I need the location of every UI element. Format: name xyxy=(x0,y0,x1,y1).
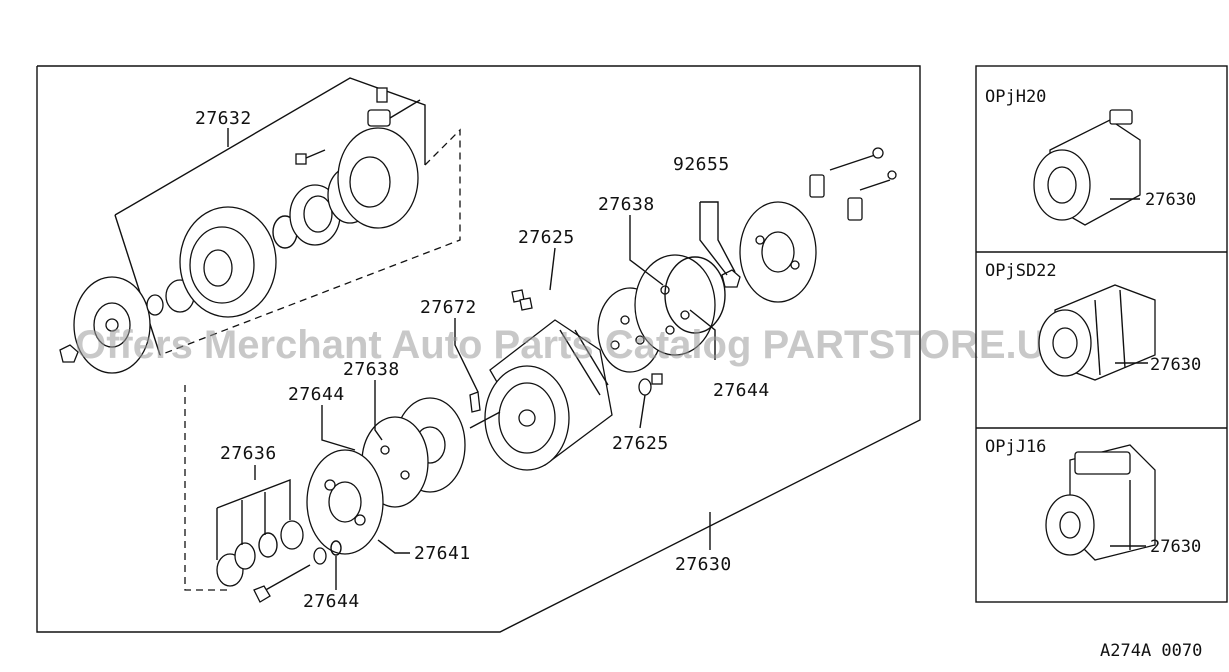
o-ring-low xyxy=(330,540,342,556)
label-27672: 27672 xyxy=(420,297,477,318)
variant-part-2: 27630 xyxy=(1150,355,1201,375)
label-92655: 92655 xyxy=(673,154,730,175)
o-ring-rear xyxy=(664,256,726,334)
nut-left xyxy=(59,344,79,363)
label-27644-right: 27644 xyxy=(713,380,770,401)
bearing xyxy=(289,184,341,246)
variant-title-2: OPjSD22 xyxy=(985,261,1057,281)
label-27636: 27636 xyxy=(220,443,277,464)
variant-part-3: 27630 xyxy=(1150,537,1201,557)
screw-small xyxy=(295,149,326,165)
label-27625-mid: 27625 xyxy=(612,433,669,454)
front-plate xyxy=(73,276,151,374)
variant-panel xyxy=(975,65,1228,603)
variant-title-1: OPjH20 xyxy=(985,87,1046,107)
label-27641: 27641 xyxy=(414,543,471,564)
compressor-body xyxy=(484,319,613,471)
label-27638-mid: 27638 xyxy=(343,359,400,380)
washer-mid xyxy=(638,373,663,396)
label-27625-top: 27625 xyxy=(518,227,575,248)
seal-ring-d xyxy=(280,520,304,550)
field-coil xyxy=(337,127,419,229)
label-27638-top: 27638 xyxy=(598,194,655,215)
front-head xyxy=(306,449,384,555)
compressor-variant-1 xyxy=(1033,109,1141,226)
washer-top xyxy=(519,297,533,311)
pulley xyxy=(179,206,277,318)
compressor-variant-3 xyxy=(1045,444,1156,561)
label-27630-main: 27630 xyxy=(675,554,732,575)
variant-part-1: 27630 xyxy=(1145,190,1196,210)
shim-small xyxy=(146,294,164,316)
service-valves xyxy=(809,147,897,221)
through-bolt xyxy=(261,564,311,593)
variant-title-3: OPjJ16 xyxy=(985,437,1046,457)
key xyxy=(469,391,481,413)
label-27644-left: 27644 xyxy=(288,384,345,405)
shaft xyxy=(469,411,501,429)
connector-bolt xyxy=(367,87,421,127)
label-27644-bottom: 27644 xyxy=(303,591,360,612)
diagram-code: A274A 0070 xyxy=(1100,641,1202,661)
washer-low xyxy=(313,547,327,565)
compressor-variant-2 xyxy=(1038,284,1156,381)
watermark: Offers Merchant Auto Parts Catalog PARTS… xyxy=(75,323,1101,367)
gasket-rear xyxy=(634,254,716,356)
label-27632: 27632 xyxy=(195,108,252,129)
seal-ring-b xyxy=(234,542,256,570)
rear-head xyxy=(739,201,817,303)
seal-ring-c xyxy=(258,532,278,558)
